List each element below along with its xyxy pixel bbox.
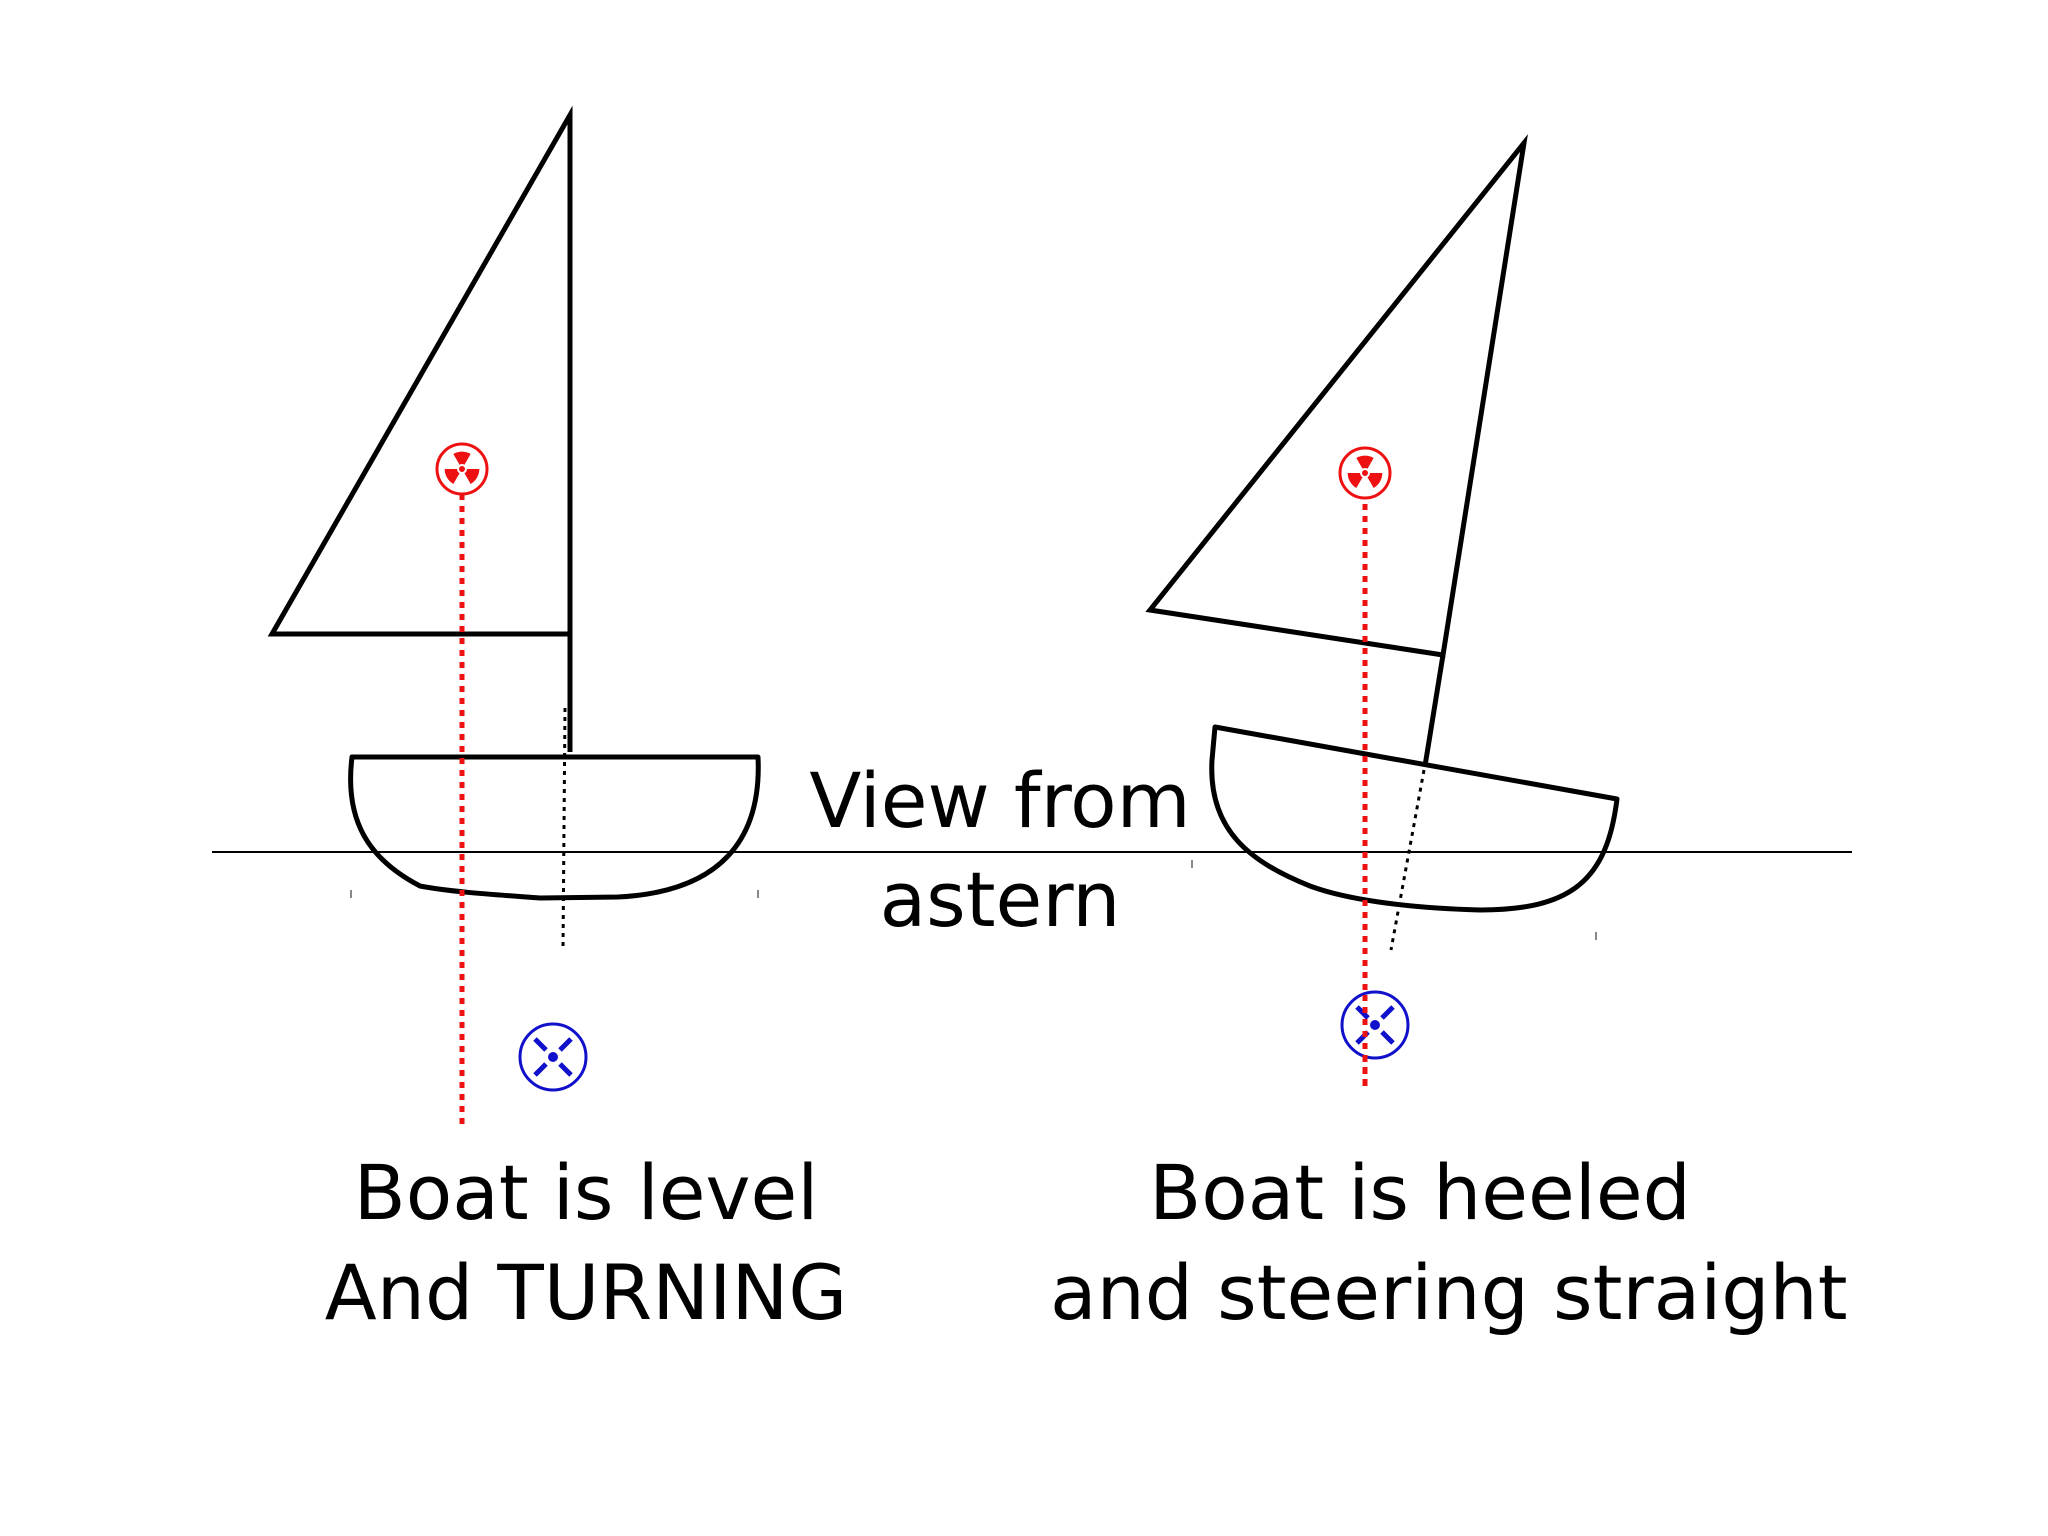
level-boat (267, 105, 761, 1125)
heeled-boat-keel-line (1389, 769, 1426, 951)
radiation-trefoil-icon (435, 442, 489, 496)
level-boat-hull (348, 754, 761, 901)
heeled-boat-caption-line1: Boat is heeled (1149, 1148, 1691, 1237)
view-from-label: View from (809, 756, 1191, 845)
heeled-boat (1145, 134, 1620, 1090)
heeled-boat-caption-line2: and steering straight (1050, 1248, 1848, 1337)
astern-label: astern (879, 855, 1121, 944)
crossed-circle-icon (1340, 990, 1410, 1060)
level-boat-caption-line1: Boat is level (353, 1148, 819, 1237)
heeled-boat-mast (1422, 654, 1446, 767)
heeled-boat-sail (1145, 134, 1528, 658)
level-boat-sail (267, 105, 573, 637)
crossed-circle-icon (518, 1022, 588, 1092)
heeled-boat-hull (1209, 724, 1620, 913)
radiation-trefoil-icon (1338, 446, 1392, 500)
level-boat-keel-line (561, 707, 567, 949)
level-boat-caption-line2: And TURNING (324, 1248, 848, 1337)
